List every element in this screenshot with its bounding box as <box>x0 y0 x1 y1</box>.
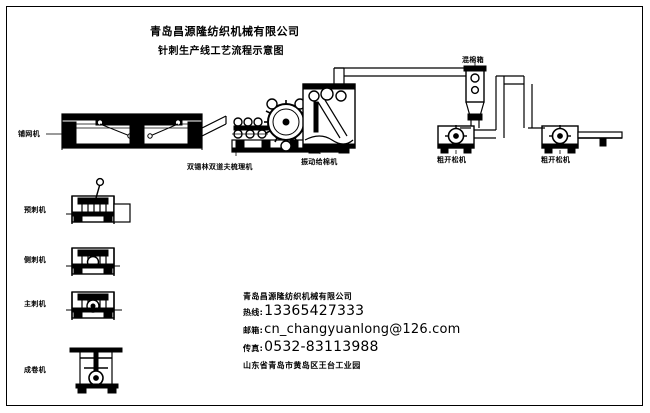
winding-machine-drawing <box>69 347 123 394</box>
page-title: 青岛昌源隆纺织机械有限公司 <box>150 25 300 38</box>
pre-needle-loom-drawing <box>66 177 131 224</box>
drawing-border <box>6 6 643 406</box>
contact-fax-value: 0532-83113988 <box>264 339 379 355</box>
contact-email-row: 邮箱: cn_changyuanlong@126.com <box>243 321 533 339</box>
contact-phone-row: 热线: 13365427333 <box>243 303 533 321</box>
side-needle-loom-drawing <box>66 247 120 276</box>
opener-link-duct <box>495 75 533 138</box>
caption-winding-machine: 成卷机 <box>24 366 46 374</box>
pneumatic-duct <box>333 67 476 84</box>
contact-phone-value: 13365427333 <box>264 303 365 319</box>
contact-fax-label: 传真: <box>243 344 264 353</box>
contact-block: 青岛昌源隆纺织机械有限公司 热线: 13365427333 邮箱: cn_cha… <box>243 290 533 373</box>
contact-email-value: cn_changyuanlong@126.com <box>264 322 461 337</box>
vibration-feeder-drawing <box>302 83 356 154</box>
caption-feeding-machine: 铺网机 <box>18 130 40 138</box>
caption-pre-needle-loom: 预刺机 <box>24 206 46 214</box>
caption-coarse-opener-1: 粗开松机 <box>437 156 467 164</box>
main-needle-loom-drawing <box>66 291 122 320</box>
caption-vibration-feeder: 振动给棉机 <box>301 158 338 166</box>
caption-side-needle-loom: 侧刺机 <box>24 256 46 264</box>
contact-company-name: 青岛昌源隆纺织机械有限公司 <box>243 292 353 301</box>
title-block: 青岛昌源隆纺织机械有限公司 针刺生产线工艺流程示意图 <box>150 24 350 60</box>
page-subtitle: 针刺生产线工艺流程示意图 <box>158 46 284 57</box>
contact-address: 山东省青岛市黄岛区王台工业园 <box>243 361 361 370</box>
contact-phone-label: 热线: <box>243 308 264 317</box>
contact-email-label: 邮箱: <box>243 326 264 335</box>
caption-main-needle-loom: 主刺机 <box>24 300 46 308</box>
coarse-opener-2-drawing <box>528 125 623 154</box>
caption-carding-machine: 双锡林双道夫梳理机 <box>187 163 253 171</box>
lap-former-drawing <box>61 113 227 150</box>
caption-leader-lines <box>46 133 561 156</box>
contact-fax-row: 传真: 0532-83113988 <box>243 339 533 357</box>
coarse-opener-1-drawing <box>437 125 496 154</box>
caption-mixing-box: 混棉箱 <box>462 56 484 64</box>
caption-coarse-opener-2: 粗开松机 <box>541 156 571 164</box>
mixing-box-drawing <box>463 62 487 128</box>
